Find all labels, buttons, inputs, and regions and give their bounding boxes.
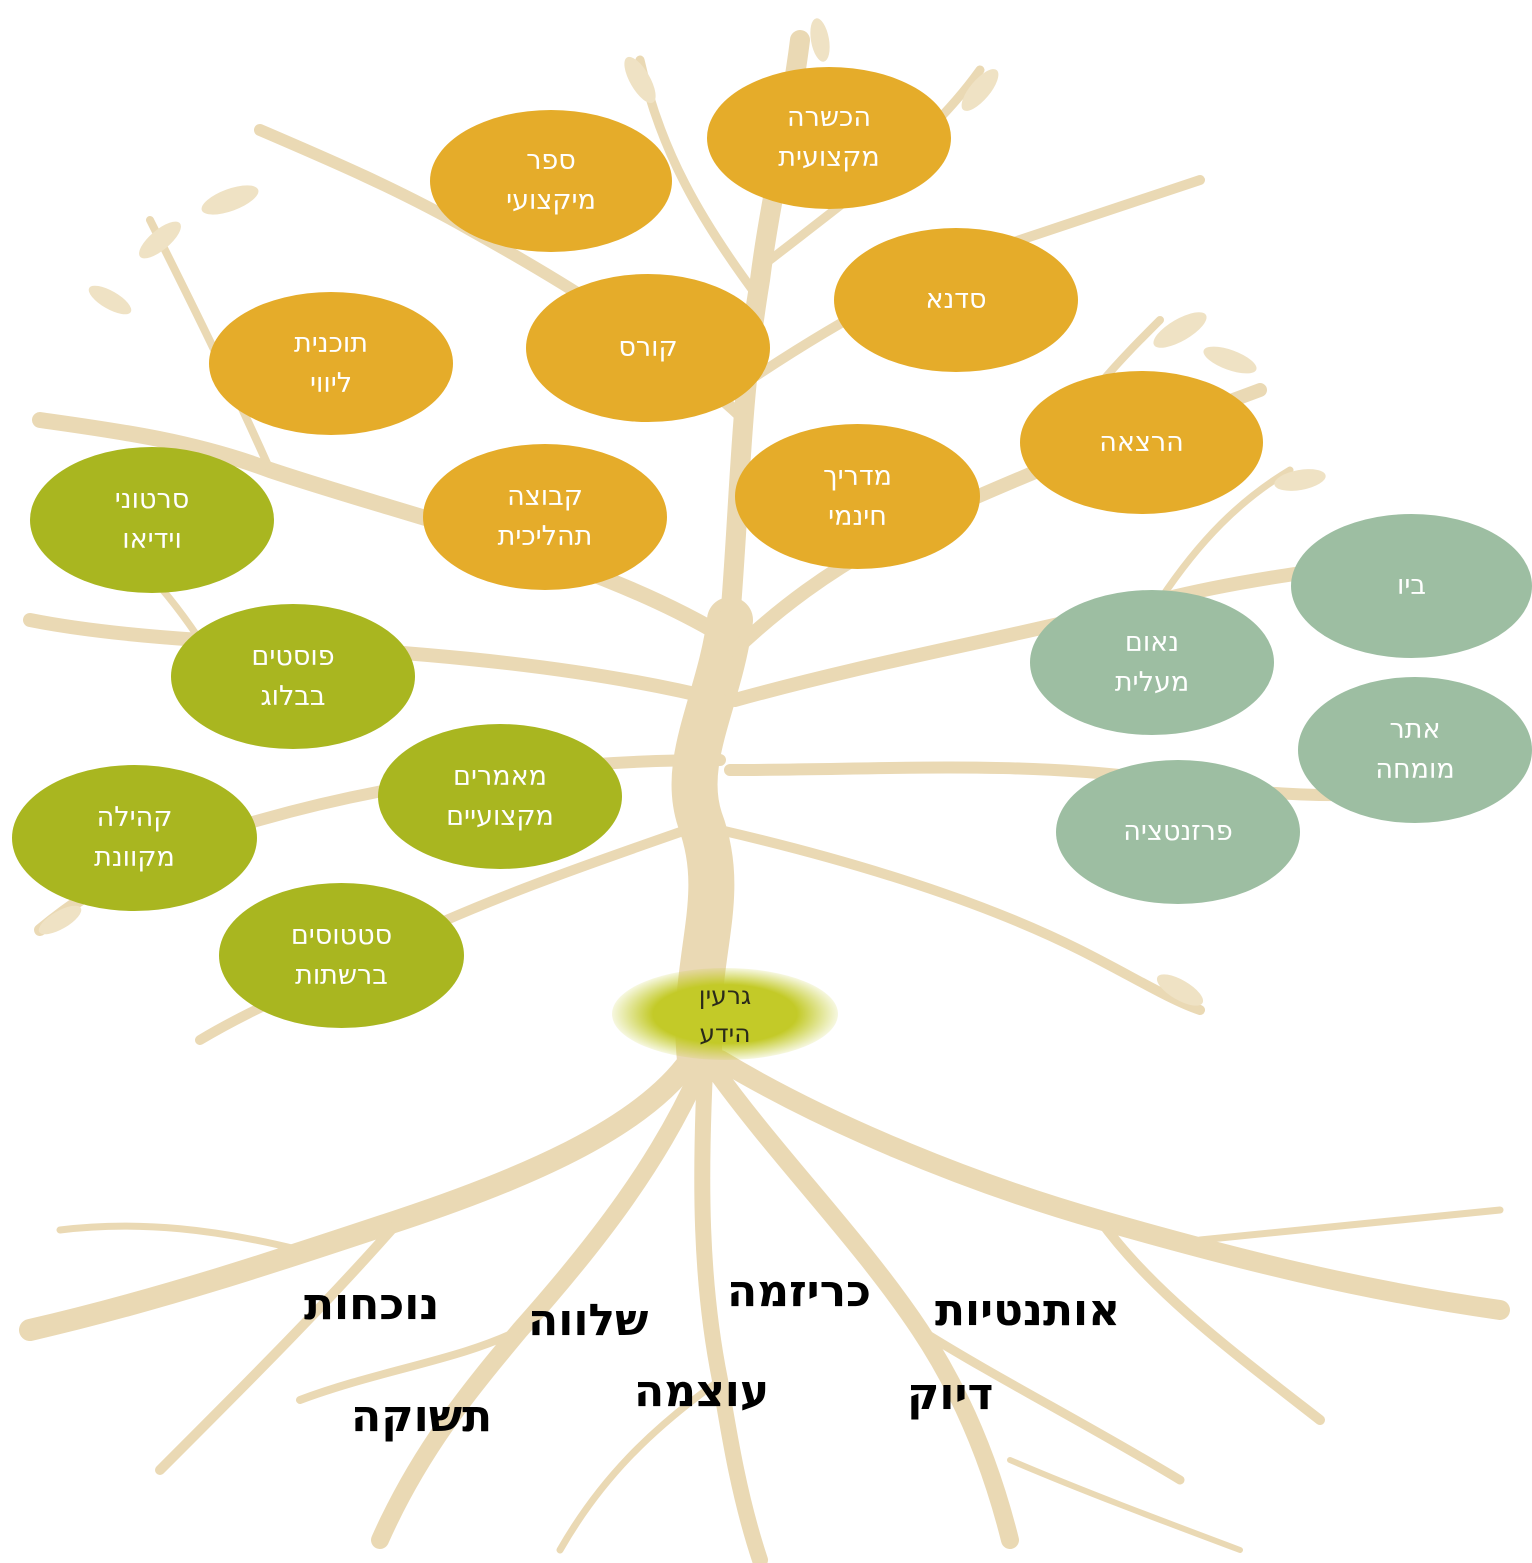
content-node-professional-articles: מאמרים מקצועיים xyxy=(378,724,622,869)
root-word-authenticity: אותנטיות xyxy=(935,1285,1121,1336)
presence-node-bio: ביו xyxy=(1291,514,1532,658)
root-word-charisma: כריזמה xyxy=(727,1266,872,1317)
offering-node-course: קורס xyxy=(526,274,770,422)
root-word-precision: דיוק xyxy=(907,1369,994,1420)
offering-node-lecture: הרצאה xyxy=(1020,371,1263,514)
root-word-calm: שלווה xyxy=(528,1295,649,1346)
presence-node-presentation: פרזנטציה xyxy=(1056,760,1300,904)
content-node-blog-posts: פוסטים בבלוג xyxy=(171,604,415,749)
core-glow xyxy=(612,968,838,1060)
content-node-online-community: קהילה מקוונת xyxy=(12,765,257,911)
content-node-social-statuses: סטטוסים ברשתות xyxy=(219,883,464,1028)
presence-node-elevator-pitch: נאום מעלית xyxy=(1030,590,1274,735)
offering-node-professional-training: הכשרה מקצועית xyxy=(707,67,951,209)
offering-node-mentoring-program: תוכנית ליווי xyxy=(209,292,453,435)
offering-node-professional-book: ספר מיקצועי xyxy=(430,110,672,252)
core-knowledge-label: גרעין הידע xyxy=(698,981,752,1048)
offering-node-process-group: קבוצה תהליכית xyxy=(423,444,667,590)
root-word-power: עוצמה xyxy=(634,1366,770,1417)
content-node-videos: סרטוני וידיאו xyxy=(30,447,274,593)
root-word-passion: תשוקה xyxy=(351,1391,493,1442)
presence-node-expert-website: אתר מומחה xyxy=(1298,677,1532,823)
offering-node-workshop: סדנא xyxy=(834,228,1078,372)
tree-leaves xyxy=(38,18,1446,1006)
root-word-presence: נוכחות xyxy=(304,1279,440,1330)
offering-node-free-guide: מדריך חינמי xyxy=(735,424,980,569)
